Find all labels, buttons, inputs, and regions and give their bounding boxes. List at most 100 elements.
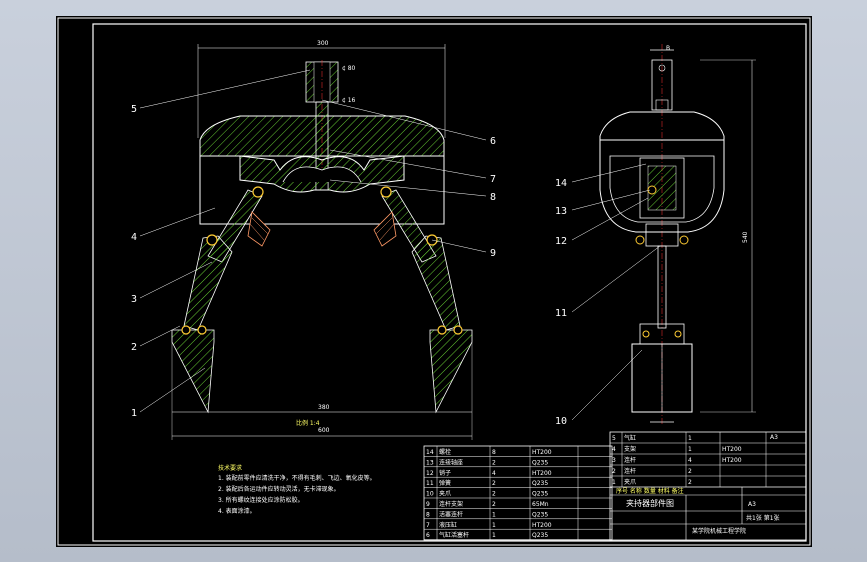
title-block-name: 夹持器部件图 <box>626 498 674 508</box>
callout-4: 4 <box>131 232 137 243</box>
bom-cell: HT200 <box>532 522 552 529</box>
side-frame-outer <box>599 139 725 233</box>
frame <box>199 155 445 225</box>
top-dimension: 300 <box>317 40 329 47</box>
bom-right-cell: 夹爪 <box>624 478 636 486</box>
svg-text:¢ 16: ¢ 16 <box>342 97 356 104</box>
bom-cell: 6 <box>426 532 430 539</box>
tech-line-4: 4. 表面涂漆。 <box>218 507 256 515</box>
callouts-side: 14 13 12 11 10 <box>555 163 661 427</box>
callout-13: 13 <box>555 206 567 217</box>
bom-right-cell: 1 <box>612 479 616 486</box>
bom-right-cell: 5 <box>612 435 616 442</box>
bom-row: 8 活塞连杆 1 Q235 <box>424 510 612 520</box>
bom-cell: 活塞连杆 <box>439 510 463 518</box>
callout-6: 6 <box>490 136 496 147</box>
callout-7: 7 <box>490 174 496 185</box>
scale-label: A3 <box>748 501 756 508</box>
bom-cell: 1 <box>492 522 496 529</box>
bom-row: 12 销子 4 HT200 <box>424 469 612 478</box>
bom-cell: Q235 <box>532 511 548 518</box>
bom-cell: 连接轴座 <box>439 458 463 466</box>
bom-cell: 夹爪 <box>439 490 451 498</box>
side-top-cap <box>599 111 725 141</box>
bom-row: 6 气缸活塞杆 1 Q235 <box>424 531 612 540</box>
title-block-school: 某学院机械工程学院 <box>692 527 746 535</box>
right-jaw <box>429 329 473 414</box>
bom-cell: 气缸活塞杆 <box>439 531 469 539</box>
callout-12: 12 <box>555 236 567 247</box>
bom-cell: 65Mn <box>532 501 549 508</box>
bom-cell: 1 <box>492 532 496 539</box>
callout-14: 14 <box>555 178 567 189</box>
callouts-left: 5 4 3 2 1 <box>131 69 311 419</box>
bom-cell: 12 <box>426 470 434 477</box>
bom-right-cell: 支架 <box>624 445 636 453</box>
bom-cell: Q235 <box>532 480 548 487</box>
bom-row: 11 弹簧 2 Q235 <box>424 479 612 488</box>
side-view: B 540 <box>599 44 756 426</box>
side-link-block <box>639 157 685 219</box>
bom-right-cell: 1 <box>688 446 692 453</box>
callout-5: 5 <box>131 104 137 115</box>
callout-8: 8 <box>490 192 496 203</box>
bom-cell: HT200 <box>532 449 552 456</box>
bottom-dimension-2: 600 <box>318 427 330 434</box>
side-rod <box>657 245 667 329</box>
bom-cell: 11 <box>426 480 434 487</box>
bom-right-cell: 气缸 <box>624 434 636 442</box>
title-block-header: 序号 名称 数量 材料 备注 <box>616 487 684 495</box>
bom-cell: 2 <box>492 501 496 508</box>
svg-text:¢ 80: ¢ 80 <box>342 65 356 72</box>
left-spring <box>247 211 271 247</box>
bom-cell: 2 <box>492 459 496 466</box>
bom-cell: 销子 <box>439 469 451 477</box>
callout-1: 1 <box>131 408 137 419</box>
left-jaw <box>171 329 215 414</box>
bom-cell: 8 <box>426 511 430 518</box>
tech-title: 技术要求 <box>218 464 242 472</box>
outer-border <box>57 17 811 546</box>
bom-right-cell: 连杆 <box>624 456 636 464</box>
front-view: 300 ¢ 80 ¢ 16 <box>171 40 473 440</box>
tech-line-2: 2. 装配后各运动件应转动灵活，无卡滞现象。 <box>218 485 340 493</box>
title-block-sheet: 共1张 第1张 <box>746 514 780 522</box>
right-spring <box>373 211 397 247</box>
bom-row: 9 连杆支架 2 65Mn <box>424 500 612 509</box>
callouts-right: 6 7 8 9 <box>321 99 496 259</box>
bom-right-cell: 2 <box>688 479 692 486</box>
bom-cell: 螺栓 <box>439 448 451 456</box>
bom-right-cell: 4 <box>688 457 692 464</box>
bom-cell: 4 <box>492 470 496 477</box>
tech-line-1: 1. 装配前零件应清洗干净，不得有毛刺、飞边、氧化皮等。 <box>218 474 376 482</box>
bom-cell: 液压缸 <box>439 521 457 529</box>
bom-cell: 弹簧 <box>439 479 451 487</box>
bom-cell: 14 <box>426 449 434 456</box>
bottom-dimension: 380 <box>318 404 330 411</box>
tech-requirements: 技术要求 1. 装配前零件应清洗干净，不得有毛刺、飞边、氧化皮等。 2. 装配后… <box>218 464 376 515</box>
bom-cell: HT200 <box>532 470 552 477</box>
bom-cell: Q235 <box>532 459 548 466</box>
bom-cell: Q235 <box>532 532 548 539</box>
bom-right-cell: 连杆 <box>624 467 636 475</box>
callout-11: 11 <box>555 308 567 319</box>
bom-cell: 连杆支架 <box>439 500 463 508</box>
bom-cell: 10 <box>426 491 434 498</box>
bom-cell: 9 <box>426 501 430 508</box>
bom-cell: 2 <box>492 480 496 487</box>
callout-3: 3 <box>131 294 137 305</box>
bom-right-cell: 2 <box>612 468 616 475</box>
title-block-lower: 序号 名称 数量 材料 备注 夹持器部件图 A3 某学院机械工程学院 共1张 第… <box>610 486 806 540</box>
bom-cell: 1 <box>492 511 496 518</box>
bom-right-cell: 4 <box>612 446 616 453</box>
